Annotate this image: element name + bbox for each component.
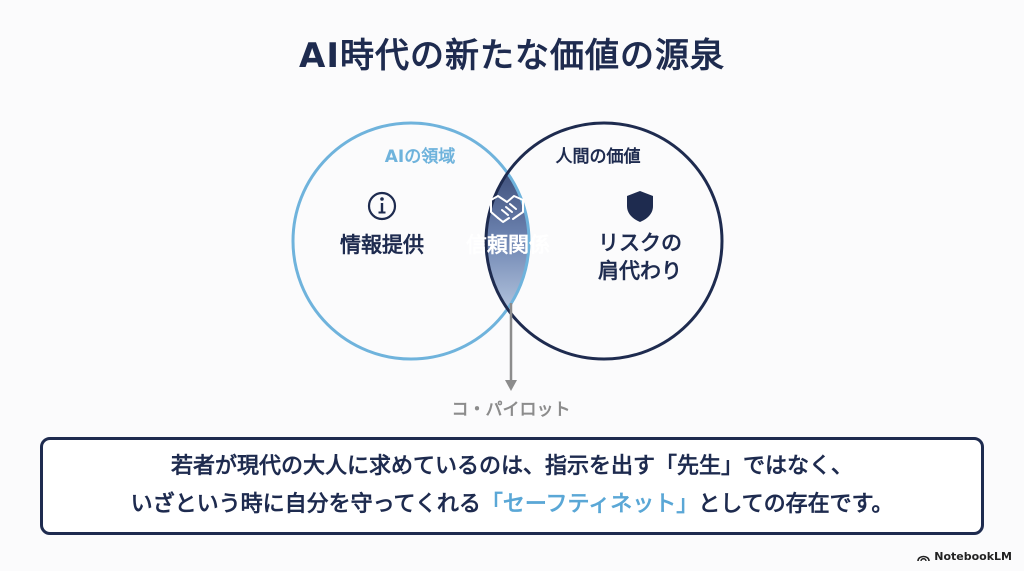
notebooklm-logo-icon <box>917 555 931 561</box>
message-line-2-before: いざという時に自分を守ってくれる <box>130 492 481 517</box>
human-value-circle <box>484 121 724 361</box>
info-provision-text: 情報提供 <box>340 233 424 257</box>
info-icon <box>367 191 397 221</box>
ai-domain-circle <box>291 121 531 361</box>
trust-relationship-text: 信頼関係 <box>466 233 550 257</box>
pointer-arrow <box>505 303 517 391</box>
handshake-icon <box>490 195 524 223</box>
message-callout: 若者が現代の大人に求めているのは、指示を出す「先生」ではなく、 いざという時に自… <box>40 437 984 535</box>
message-line-2: いざという時に自分を守ってくれる「セーフティネット」としての存在です。 <box>131 486 894 524</box>
human-value-label: 人間の価値 <box>556 146 641 167</box>
page-title: AI時代の新たな価値の源泉 <box>299 36 725 76</box>
message-line-2-after: としての存在です。 <box>698 492 894 517</box>
message-highlight: 「セーフティネット」 <box>480 492 699 517</box>
message-line-1: 若者が現代の大人に求めているのは、指示を出す「先生」ではなく、 <box>170 454 853 479</box>
brand-watermark: NotebookLM <box>917 550 1012 563</box>
risk-text-line1: リスクの <box>598 231 682 255</box>
brand-name: NotebookLM <box>934 550 1012 563</box>
shield-icon <box>627 191 653 222</box>
ai-domain-label: AIの領域 <box>385 146 455 167</box>
risk-text-line2: 肩代わり <box>598 259 682 283</box>
copilot-label: コ・パイロット <box>452 400 571 420</box>
